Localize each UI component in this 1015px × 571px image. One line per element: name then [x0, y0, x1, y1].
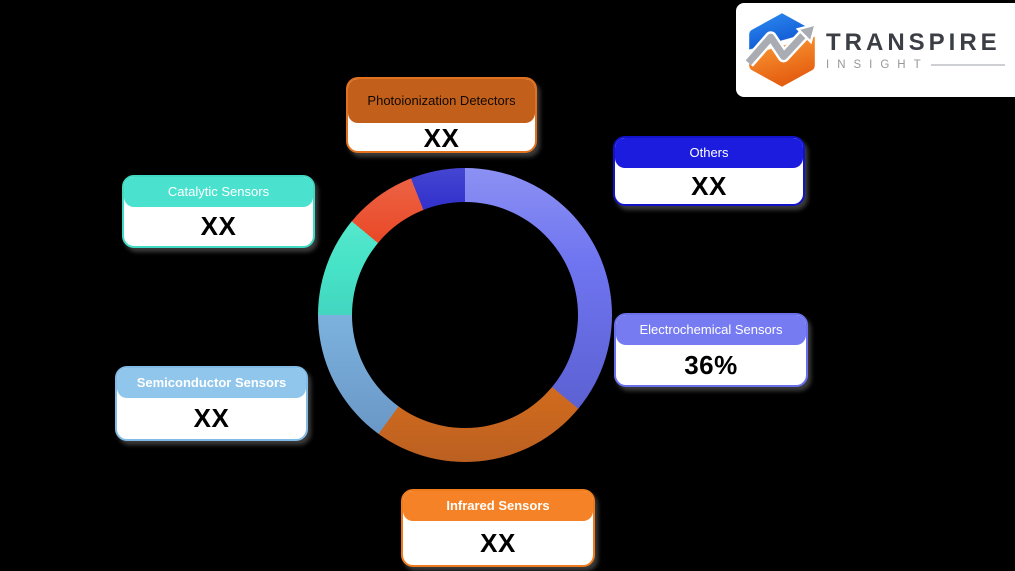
callout-title: Infrared Sensors: [446, 497, 550, 513]
callout-header: Photoionization Detectors: [348, 79, 535, 123]
logo-text-block: TRANSPIRE INSIGHT: [826, 28, 1005, 71]
callout-header: Catalytic Sensors: [124, 177, 313, 207]
callout-header: Infrared Sensors: [403, 491, 593, 521]
tagline-row: INSIGHT: [826, 59, 1005, 71]
logo-card: TRANSPIRE INSIGHT: [736, 3, 1015, 97]
callout-value: XX: [480, 527, 516, 558]
callout-title: Electrochemical Sensors: [639, 321, 783, 337]
callout-value: XX: [200, 211, 237, 241]
brand-name: TRANSPIRE: [826, 28, 1001, 56]
callout-header: Others: [615, 138, 803, 168]
callout-electrochemical-sensors: Electrochemical Sensors 36%: [614, 313, 808, 387]
tagline-rule: [930, 64, 1005, 67]
callout-photoionization-detectors: Photoionization Detectors XX: [346, 77, 537, 153]
callout-title: Semiconductor Sensors: [136, 374, 287, 390]
callout-infrared-sensors: Infrared Sensors XX: [401, 489, 595, 567]
brand-tagline: INSIGHT: [826, 59, 929, 72]
callout-header: Electrochemical Sensors: [616, 315, 806, 345]
callout-value: XX: [691, 170, 727, 201]
callout-title: Others: [689, 144, 729, 160]
callout-title: Photoionization Detectors: [367, 92, 516, 108]
callout-title: Catalytic Sensors: [167, 183, 270, 199]
callout-value: 36%: [684, 349, 738, 380]
transpire-insight-logo-icon: [743, 13, 818, 87]
callout-others: Others XX: [613, 136, 805, 206]
callout-semiconductor-sensors: Semiconductor Sensors XX: [115, 366, 308, 441]
callout-value: XX: [193, 403, 230, 433]
callout-value: XX: [423, 123, 460, 153]
callout-catalytic-sensors: Catalytic Sensors XX: [122, 175, 315, 248]
callout-header: Semiconductor Sensors: [117, 368, 306, 398]
donut-hole: [352, 202, 578, 428]
donut-chart: [318, 168, 612, 462]
